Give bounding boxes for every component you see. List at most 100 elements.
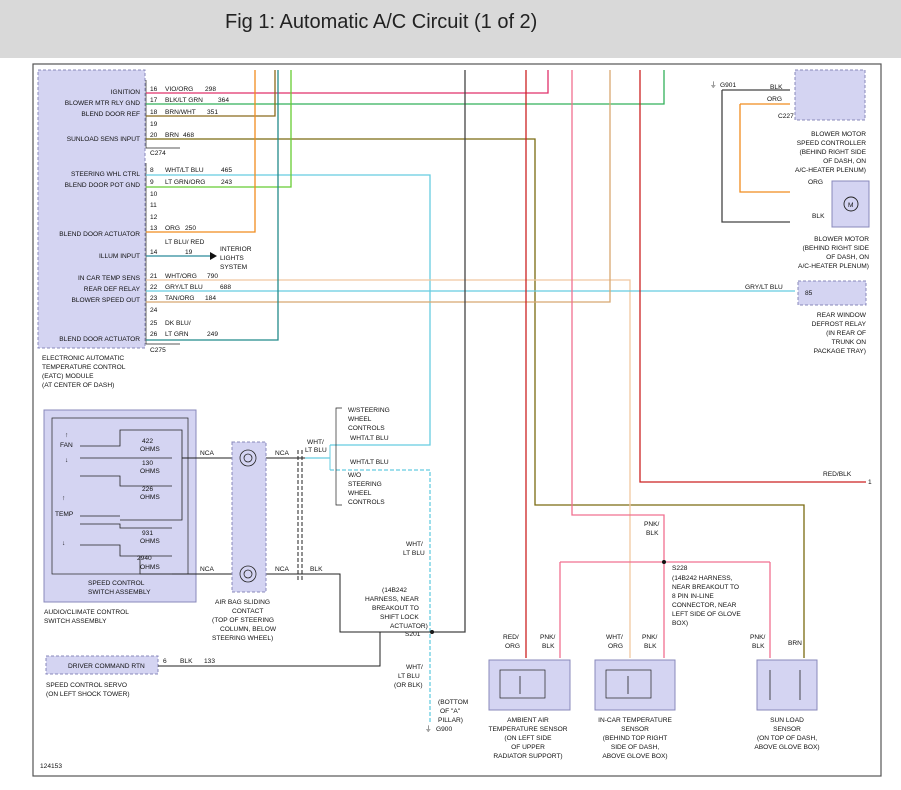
wire-dark-trunk <box>433 70 466 633</box>
svg-text:(OR BLK): (OR BLK) <box>394 682 423 689</box>
svg-text:BLK: BLK <box>646 530 659 537</box>
svg-text:COLUMN, BELOW: COLUMN, BELOW <box>220 626 277 633</box>
wire-blk-lt-grn <box>146 70 665 105</box>
svg-text:364: 364 <box>218 97 229 104</box>
svg-text:25: 25 <box>150 320 158 327</box>
svg-text:LT BLU: LT BLU <box>398 673 420 680</box>
svg-text:REAR WINDOW: REAR WINDOW <box>817 312 867 319</box>
svg-text:14: 14 <box>150 249 158 256</box>
svg-text:WHT/: WHT/ <box>606 634 623 641</box>
svg-text:STEERING: STEERING <box>348 481 382 488</box>
eatc-pin-label: IGNITION <box>111 89 141 96</box>
svg-text:422: 422 <box>142 438 153 445</box>
figure-header: Fig 1: Automatic A/C Circuit (1 of 2) <box>0 0 901 58</box>
svg-text:8: 8 <box>150 167 154 174</box>
svg-text:GRY/LT BLU: GRY/LT BLU <box>745 284 783 291</box>
wire-wht-org <box>146 279 631 658</box>
svg-text:A/C-HEATER PLENUM): A/C-HEATER PLENUM) <box>795 167 866 174</box>
svg-text:G900: G900 <box>436 726 452 733</box>
svg-text:OHMS: OHMS <box>140 446 160 453</box>
eatc-pin-label: BLOWER MTR RLY GND <box>65 100 140 107</box>
svg-text:BLK: BLK <box>752 643 765 650</box>
svg-text:790: 790 <box>207 273 218 280</box>
speed-control-servo: DRIVER COMMAND RTN 6 BLK 133 SPEED CONTR… <box>45 631 433 698</box>
svg-text:ABOVE GLOVE BOX): ABOVE GLOVE BOX) <box>602 753 667 760</box>
svg-text:SIDE OF DASH,: SIDE OF DASH, <box>611 744 660 751</box>
svg-text:WHT/ORG: WHT/ORG <box>165 273 197 280</box>
svg-text:OF DASH, ON: OF DASH, ON <box>823 158 866 165</box>
eatc-pin-label: SUNLOAD SENS INPUT <box>67 136 140 143</box>
svg-text:WHEEL: WHEEL <box>348 490 372 497</box>
svg-text:SPEED CONTROL SERVO: SPEED CONTROL SERVO <box>46 682 127 689</box>
svg-text:CONTACT: CONTACT <box>232 608 263 615</box>
svg-text:BLK: BLK <box>644 643 657 650</box>
svg-text:WHT/LT BLU: WHT/LT BLU <box>350 435 389 442</box>
svg-text:LT BLU: LT BLU <box>403 550 425 557</box>
wire-brn-468 <box>146 138 805 658</box>
svg-text:S201: S201 <box>405 631 421 638</box>
svg-text:OHMS: OHMS <box>140 564 160 571</box>
svg-text:NCA: NCA <box>200 566 215 573</box>
wire-wht-lt-blu-465 <box>146 174 431 446</box>
svg-text:931: 931 <box>142 530 153 537</box>
svg-text:PNK/: PNK/ <box>644 521 660 528</box>
svg-text:BOX): BOX) <box>672 620 688 627</box>
svg-text:133: 133 <box>204 658 215 665</box>
eatc-pin-label: STEERING WHL CTRL <box>71 171 140 178</box>
svg-text:NEAR BREAKOUT TO: NEAR BREAKOUT TO <box>672 584 739 591</box>
svg-text:ORG: ORG <box>505 643 520 650</box>
svg-text:ORG: ORG <box>608 643 623 650</box>
svg-text:BLK: BLK <box>542 643 555 650</box>
red-blk-ref: 1 <box>868 479 872 486</box>
svg-text:8 PIN IN-LINE: 8 PIN IN-LINE <box>672 593 714 600</box>
svg-text:(BEHIND TOP RIGHT: (BEHIND TOP RIGHT <box>603 735 667 742</box>
wire-pnk-blk <box>571 70 665 562</box>
ground-g901-icon: ⏚ <box>710 81 717 89</box>
eatc-caption: (AT CENTER OF DASH) <box>42 382 114 389</box>
svg-text:BLK: BLK <box>812 213 825 220</box>
svg-text:RED/: RED/ <box>503 634 519 641</box>
sun-load-sensor: PNK/ BLK BRN SUN LOAD SENSOR (ON TOP OF … <box>750 634 820 751</box>
diagram-frame <box>32 63 882 777</box>
svg-text:M: M <box>848 202 854 209</box>
svg-text:24: 24 <box>150 307 158 314</box>
svg-text:SUN LOAD: SUN LOAD <box>770 717 804 724</box>
svg-text:LT GRN/ORG: LT GRN/ORG <box>165 179 205 186</box>
svg-text:NCA: NCA <box>275 566 290 573</box>
svg-text:S228: S228 <box>672 565 688 572</box>
svg-text:OF DASH, ON: OF DASH, ON <box>826 254 869 261</box>
blower-motor: M ORG BLK BLOWER MOTOR (BEHIND RIGHT SID… <box>798 179 870 270</box>
svg-text:22: 22 <box>150 284 158 291</box>
svg-text:ORG: ORG <box>165 225 180 232</box>
svg-text:23: 23 <box>150 295 158 302</box>
audio-climate-switch-assembly: FAN ↑ ↓ TEMP ↑ ↓ 422 OHMS 130 OHMS 226 O… <box>43 409 197 625</box>
svg-text:AIR BAG SLIDING: AIR BAG SLIDING <box>215 599 270 606</box>
svg-text:SWITCH ASSEMBLY: SWITCH ASSEMBLY <box>44 618 107 625</box>
svg-text:18: 18 <box>150 109 158 116</box>
svg-text:BRN/WHT: BRN/WHT <box>165 109 196 116</box>
arrow-up-icon: ↑ <box>65 432 68 439</box>
red-blk-label: RED/BLK <box>823 471 852 478</box>
svg-text:LT BLU/ RED: LT BLU/ RED <box>165 239 205 246</box>
arrow-down-icon: ↓ <box>65 457 68 464</box>
svg-text:DEFROST RELAY: DEFROST RELAY <box>812 321 867 328</box>
svg-text:TEMP: TEMP <box>55 511 74 518</box>
svg-text:(ON TOP OF DASH,: (ON TOP OF DASH, <box>757 735 817 742</box>
svg-text:A/C-HEATER PLENUM): A/C-HEATER PLENUM) <box>798 263 869 270</box>
wire-vio-org <box>146 70 549 94</box>
eatc-wires <box>146 70 866 658</box>
svg-text:BRN: BRN <box>165 132 179 139</box>
figure-title: Fig 1: Automatic A/C Circuit (1 of 2) <box>225 11 538 33</box>
svg-text:OHMS: OHMS <box>140 538 160 545</box>
wire-dk-blu-lt-grn <box>146 70 279 341</box>
svg-text:16: 16 <box>150 86 158 93</box>
svg-text:17: 17 <box>150 97 158 104</box>
eatc-pin-label: BLEND DOOR REF <box>81 111 140 118</box>
svg-text:IN-CAR TEMPERATURE: IN-CAR TEMPERATURE <box>598 717 672 724</box>
svg-text:SENSOR: SENSOR <box>773 726 801 733</box>
svg-text:FAN: FAN <box>60 442 73 449</box>
svg-text:CONTROLS: CONTROLS <box>348 425 385 432</box>
svg-text:DK BLU/: DK BLU/ <box>165 320 191 327</box>
svg-text:688: 688 <box>220 284 231 291</box>
